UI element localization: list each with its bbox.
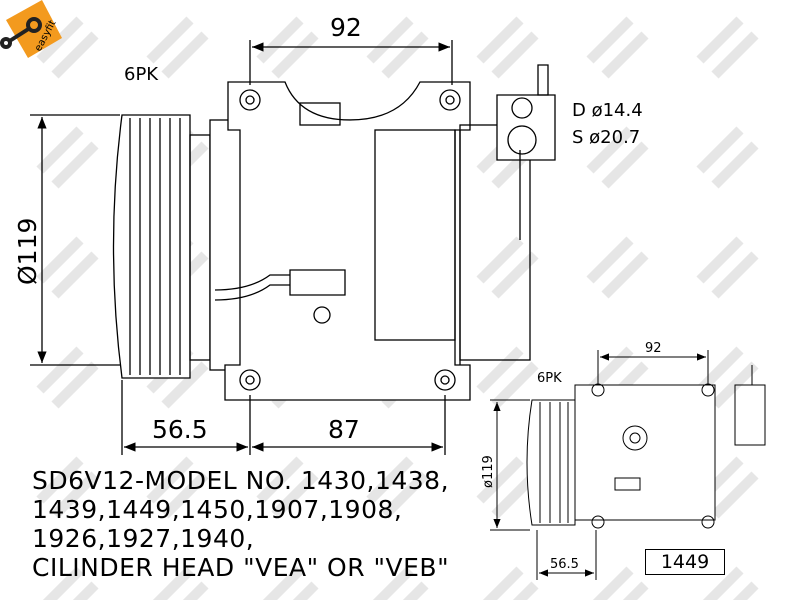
watermark-mark: [262, 566, 319, 600]
watermark-mark: [586, 126, 649, 189]
model-line: SD6V12-MODEL NO. 1430,1438,: [32, 466, 450, 495]
watermark-mark: [586, 16, 649, 79]
watermark-mark: [36, 456, 99, 519]
watermark-mark: [592, 566, 649, 600]
watermark-mark: [36, 126, 99, 189]
watermark-mark: [256, 456, 319, 519]
watermark-mark: [36, 236, 99, 299]
watermark-mark: [146, 456, 209, 519]
watermark-mark: [476, 346, 539, 409]
part-number-box: 1449: [645, 549, 725, 575]
watermark-mark: [366, 16, 429, 79]
small-dim-bottom: 56.5: [550, 557, 579, 572]
watermark-mark: [366, 456, 429, 519]
small-view: [490, 350, 766, 580]
watermark-mark: [696, 16, 759, 79]
watermark-mark: [476, 16, 539, 79]
watermark-mark: [476, 236, 539, 299]
watermark-mark: [482, 566, 539, 600]
main-dim-bottom-left: 56.5: [152, 415, 208, 444]
small-pulley-label: 6PK: [537, 371, 562, 386]
model-line: CILINDER HEAD "VEA" OR "VEB": [32, 553, 450, 582]
watermark-mark: [152, 566, 209, 600]
watermark-mark: [36, 346, 99, 409]
small-dim-diameter: ø119: [481, 455, 496, 488]
watermark-mark: [586, 236, 649, 299]
watermark-mark: [256, 16, 319, 79]
port-suction-label: S ø20.7: [572, 127, 640, 148]
main-dim-diameter: Ø119: [13, 218, 42, 285]
main-pulley-label: 6PK: [124, 64, 159, 85]
watermark-mark: [696, 236, 759, 299]
model-description: SD6V12-MODEL NO. 1430,1438, 1439,1449,14…: [32, 466, 449, 582]
pulley: [112, 114, 211, 379]
model-line: 1439,1449,1450,1907,1908,: [32, 495, 403, 524]
watermark-mark: [702, 566, 759, 600]
wrench-icon: [0, 17, 42, 49]
easyfit-logo: easyfit: [0, 0, 62, 58]
watermark-mark: [146, 16, 209, 79]
watermark-mark: [36, 16, 99, 79]
main-view: [30, 40, 556, 455]
main-dim-bottom-right: 87: [328, 415, 360, 444]
main-dim-top: 92: [330, 13, 362, 42]
watermark-mark: [42, 566, 99, 600]
port-discharge-label: D ø14.4: [572, 100, 643, 121]
small-dim-top: 92: [645, 341, 662, 356]
watermark-mark: [372, 566, 429, 600]
watermark-mark: [696, 126, 759, 189]
model-line: 1926,1927,1940,: [32, 524, 255, 553]
